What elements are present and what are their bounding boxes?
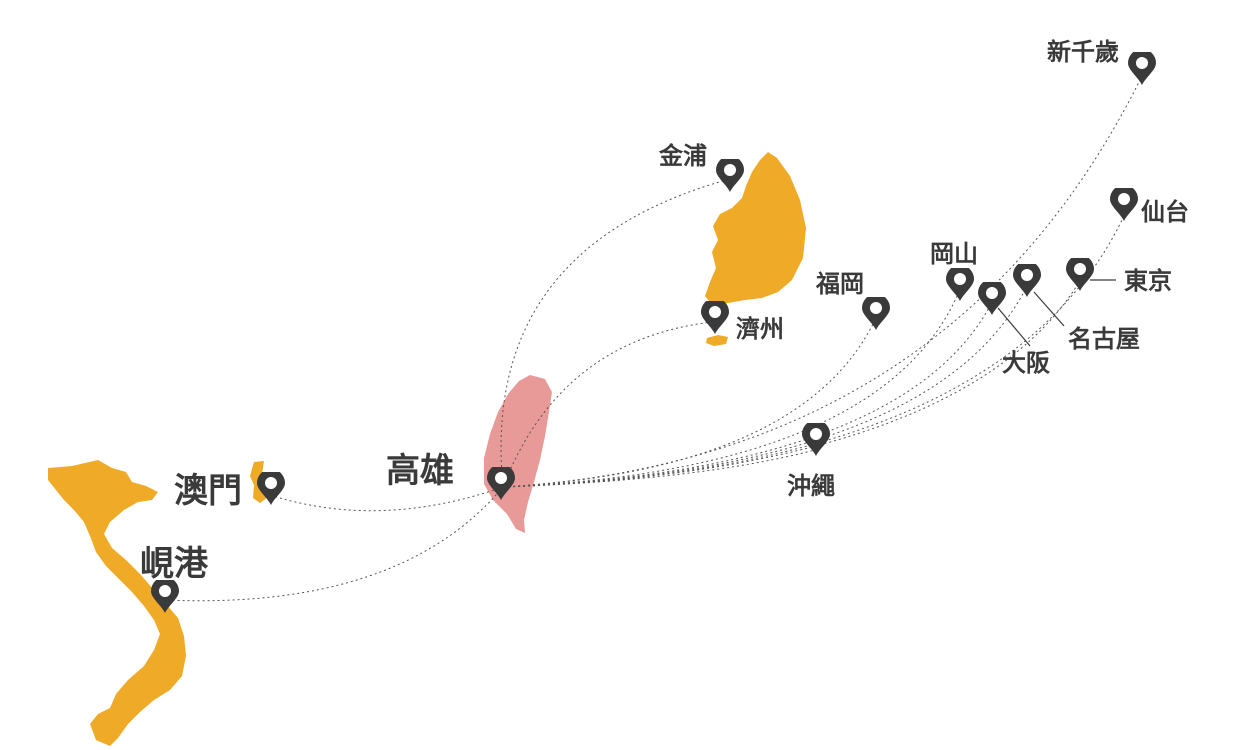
label-okinawa: 沖繩 <box>787 472 835 500</box>
route-jeju <box>502 321 713 488</box>
route-busan <box>500 179 727 488</box>
route-okinawa <box>502 449 816 488</box>
landmasses <box>48 152 806 746</box>
pin-okayama-icon[interactable] <box>946 265 974 301</box>
label-sendai: 仙台 <box>1141 198 1189 226</box>
vietnam-landmass <box>48 460 186 746</box>
pin-new-chitose-icon[interactable] <box>1128 49 1156 85</box>
routes <box>164 79 1141 602</box>
label-new-chitose: 新千歲 <box>1047 38 1119 66</box>
label-busan: 金浦 <box>658 142 707 170</box>
route-macau <box>269 486 504 512</box>
pin-busan-icon[interactable] <box>716 156 744 192</box>
jeju-landmass <box>706 335 728 346</box>
route-nagoya <box>502 289 1026 488</box>
pin-osaka-icon[interactable] <box>978 279 1006 315</box>
leader-osaka <box>997 307 1031 347</box>
label-nagoya: 名古屋 <box>1068 325 1140 353</box>
pin-tokyo-icon[interactable] <box>1066 255 1094 291</box>
pin-sendai-icon[interactable] <box>1110 185 1138 221</box>
route-da-nang <box>164 486 504 602</box>
leader-nagoya <box>1033 291 1065 327</box>
label-macau: 澳門 <box>174 471 242 511</box>
pin-fukuoka-icon[interactable] <box>862 294 890 330</box>
label-kaohsiung: 高雄 <box>386 451 454 491</box>
route-okayama <box>502 293 959 488</box>
label-osaka: 大阪 <box>1002 349 1050 377</box>
korea-landmass <box>705 152 806 305</box>
label-jeju: 濟州 <box>736 315 784 343</box>
pin-jeju-icon[interactable] <box>701 298 729 334</box>
label-tokyo: 東京 <box>1124 267 1172 295</box>
leader-lines <box>997 279 1116 347</box>
labels: 高雄 新千歲 金浦 濟州 福岡 岡山 仙台 東京 大阪 名古屋 沖繩 澳門 峴港 <box>140 38 1189 584</box>
pin-nagoya-icon[interactable] <box>1013 261 1041 297</box>
label-okayama: 岡山 <box>930 240 978 268</box>
pins <box>151 49 1156 613</box>
label-da-nang: 峴港 <box>140 544 209 584</box>
pin-okinawa-icon[interactable] <box>802 420 830 456</box>
route-fukuoka <box>502 321 875 488</box>
label-fukuoka: 福岡 <box>815 270 864 298</box>
